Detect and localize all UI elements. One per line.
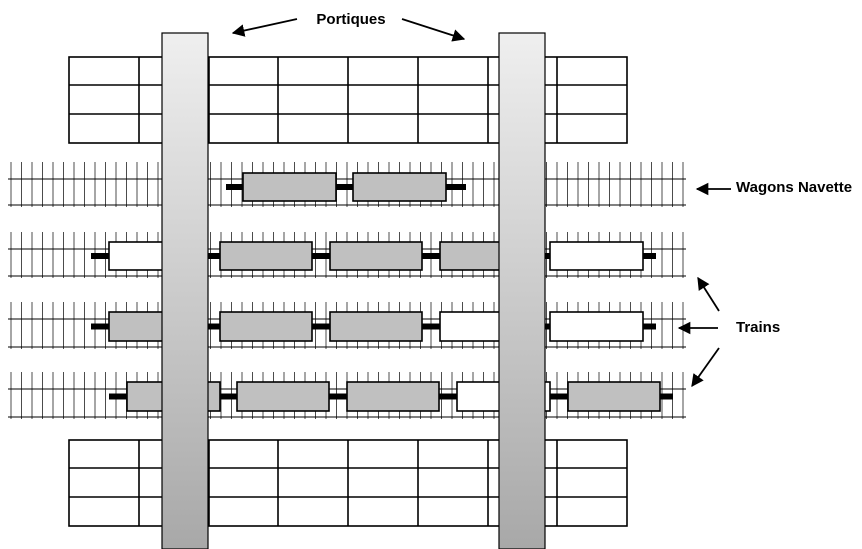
wagon-loaded	[567, 381, 661, 412]
arrow-trains-down	[691, 347, 720, 388]
gantry-crane-left	[161, 32, 209, 549]
arrow-portiques-left	[231, 18, 298, 37]
shuttle-wagon-set	[226, 172, 466, 202]
portiques-label: Portiques	[316, 11, 385, 28]
wagon-loaded	[219, 241, 313, 271]
wagons-navette-label: Wagons Navette	[736, 179, 852, 196]
wagon-loaded	[329, 241, 423, 271]
wagon-loaded	[219, 311, 313, 342]
wagon-loaded	[346, 381, 440, 412]
wagon-loaded	[242, 172, 337, 202]
rail-tracks	[8, 162, 686, 419]
wagon-loaded	[236, 381, 330, 412]
gantry-crane-right	[498, 32, 546, 549]
arrow-portiques-right	[401, 18, 466, 42]
wagon-empty	[549, 311, 644, 342]
wagon-empty	[549, 241, 644, 271]
wagon-loaded	[329, 311, 423, 342]
wagon-loaded	[352, 172, 447, 202]
arrow-trains-up	[697, 276, 720, 312]
trains-label: Trains	[736, 319, 780, 336]
